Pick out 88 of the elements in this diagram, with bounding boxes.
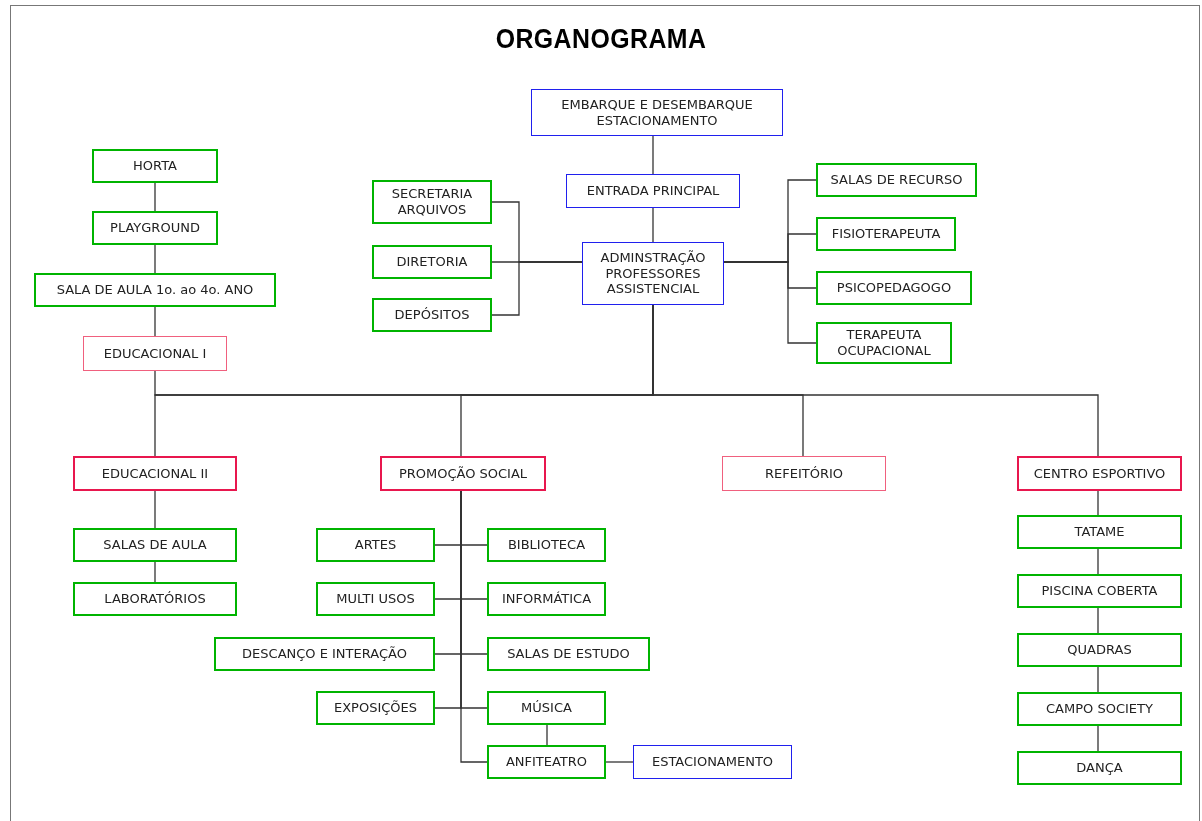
- unit-label: EXPOSIÇÕES: [333, 700, 418, 716]
- unit-label: REFEITÓRIO: [764, 465, 843, 482]
- unit-box: [816, 271, 972, 305]
- unit-box: [1017, 456, 1182, 491]
- connector-line: [154, 244, 156, 274]
- unit-box: [73, 582, 237, 616]
- unit-label: SALA DE AULA 1o. ao 4o. ANO: [56, 282, 254, 298]
- unit-label: TERAPEUTA OCUPACIONAL: [836, 327, 932, 359]
- unit-box: [487, 528, 606, 562]
- unit-label: ESTACIONAMENTO: [651, 754, 774, 770]
- connector-line: [652, 207, 654, 243]
- unit-box: [372, 298, 492, 332]
- connector-line: [1097, 666, 1099, 693]
- connector-line: [154, 306, 156, 337]
- connector-line: [1097, 607, 1099, 634]
- connector-line: [1097, 548, 1099, 575]
- unit-box: [487, 637, 650, 671]
- unit-label: BIBLIOTECA: [507, 537, 586, 553]
- unit-label: ANFITEATRO: [505, 754, 588, 770]
- connector-line: [154, 490, 156, 529]
- unit-box: [316, 528, 435, 562]
- unit-label: DIRETORIA: [396, 254, 468, 270]
- unit-label: MÚSICA: [521, 700, 572, 716]
- unit-box: [92, 211, 218, 245]
- unit-label: MULTI USOS: [336, 591, 415, 607]
- unit-box: [316, 691, 435, 725]
- unit-label: HORTA: [133, 158, 177, 174]
- unit-label: LABORATÓRIOS: [104, 591, 206, 607]
- unit-label: PROMOÇÃO SOCIAL: [398, 465, 528, 482]
- unit-box: [372, 245, 492, 279]
- connector-line: [723, 261, 817, 344]
- connector-line: [1097, 490, 1099, 516]
- unit-box: [816, 322, 952, 364]
- unit-label: DESCANÇO E INTERAÇÃO: [242, 646, 407, 662]
- unit-box: [380, 456, 546, 491]
- unit-box: [1017, 515, 1182, 549]
- unit-box: [1017, 751, 1182, 785]
- unit-label: EMBARQUE E DESEMBARQUE ESTACIONAMENTO: [560, 96, 754, 129]
- connector-line: [460, 490, 488, 763]
- unit-label: ARTES: [354, 537, 397, 553]
- unit-box: [92, 149, 218, 183]
- unit-label: PSICOPEDAGOGO: [836, 280, 952, 296]
- unit-label: CAMPO SOCIETY: [1046, 701, 1153, 717]
- unit-box: [531, 89, 783, 136]
- unit-box: [83, 336, 227, 371]
- connector-line: [1097, 725, 1099, 752]
- unit-label: DANÇA: [1076, 760, 1123, 776]
- unit-box: [1017, 574, 1182, 608]
- unit-label: CENTRO ESPORTIVO: [1033, 465, 1166, 482]
- unit-box: [566, 174, 740, 208]
- unit-box: [487, 745, 606, 779]
- unit-label: EDUCACIONAL II: [101, 465, 209, 482]
- unit-label: PLAYGROUND: [110, 220, 200, 236]
- connector-line: [154, 561, 156, 583]
- connector-line: [652, 135, 654, 175]
- unit-label: TATAME: [1074, 524, 1125, 540]
- unit-label: ENTRADA PRINCIPAL: [586, 183, 720, 199]
- unit-label: EDUCACIONAL I: [103, 345, 207, 362]
- unit-box: [316, 582, 435, 616]
- connector-line: [491, 261, 583, 316]
- unit-label: SALAS DE RECURSO: [830, 172, 963, 188]
- unit-label: SALAS DE ESTUDO: [507, 646, 630, 662]
- unit-box: [214, 637, 435, 671]
- unit-label: INFORMÁTICA: [501, 591, 592, 607]
- unit-label: SECRETARIA ARQUIVOS: [390, 186, 474, 218]
- unit-box: [582, 242, 724, 305]
- connector-line: [605, 761, 634, 763]
- unit-box: [487, 691, 606, 725]
- unit-box: [372, 180, 492, 224]
- unit-box: [816, 163, 977, 197]
- unit-label: SALAS DE AULA: [103, 537, 207, 553]
- connector-line: [154, 182, 156, 212]
- unit-box: [487, 582, 606, 616]
- title: ORGANOGRAMA: [495, 24, 707, 55]
- unit-box: [34, 273, 276, 307]
- unit-label: DEPÓSITOS: [394, 307, 470, 323]
- unit-label: FISIOTERAPEUTA: [831, 226, 941, 242]
- connector-line: [546, 724, 548, 746]
- unit-box: [722, 456, 886, 491]
- unit-box: [1017, 633, 1182, 667]
- unit-label: PISCINA COBERTA: [1041, 583, 1158, 599]
- unit-box: [73, 528, 237, 562]
- unit-box: [816, 217, 956, 251]
- unit-box: [633, 745, 792, 779]
- unit-box: [73, 456, 237, 491]
- unit-label: QUADRAS: [1067, 642, 1132, 658]
- unit-box: [1017, 692, 1182, 726]
- unit-label: ADMINSTRAÇÃO PROFESSORES ASSISTENCIAL: [599, 250, 707, 297]
